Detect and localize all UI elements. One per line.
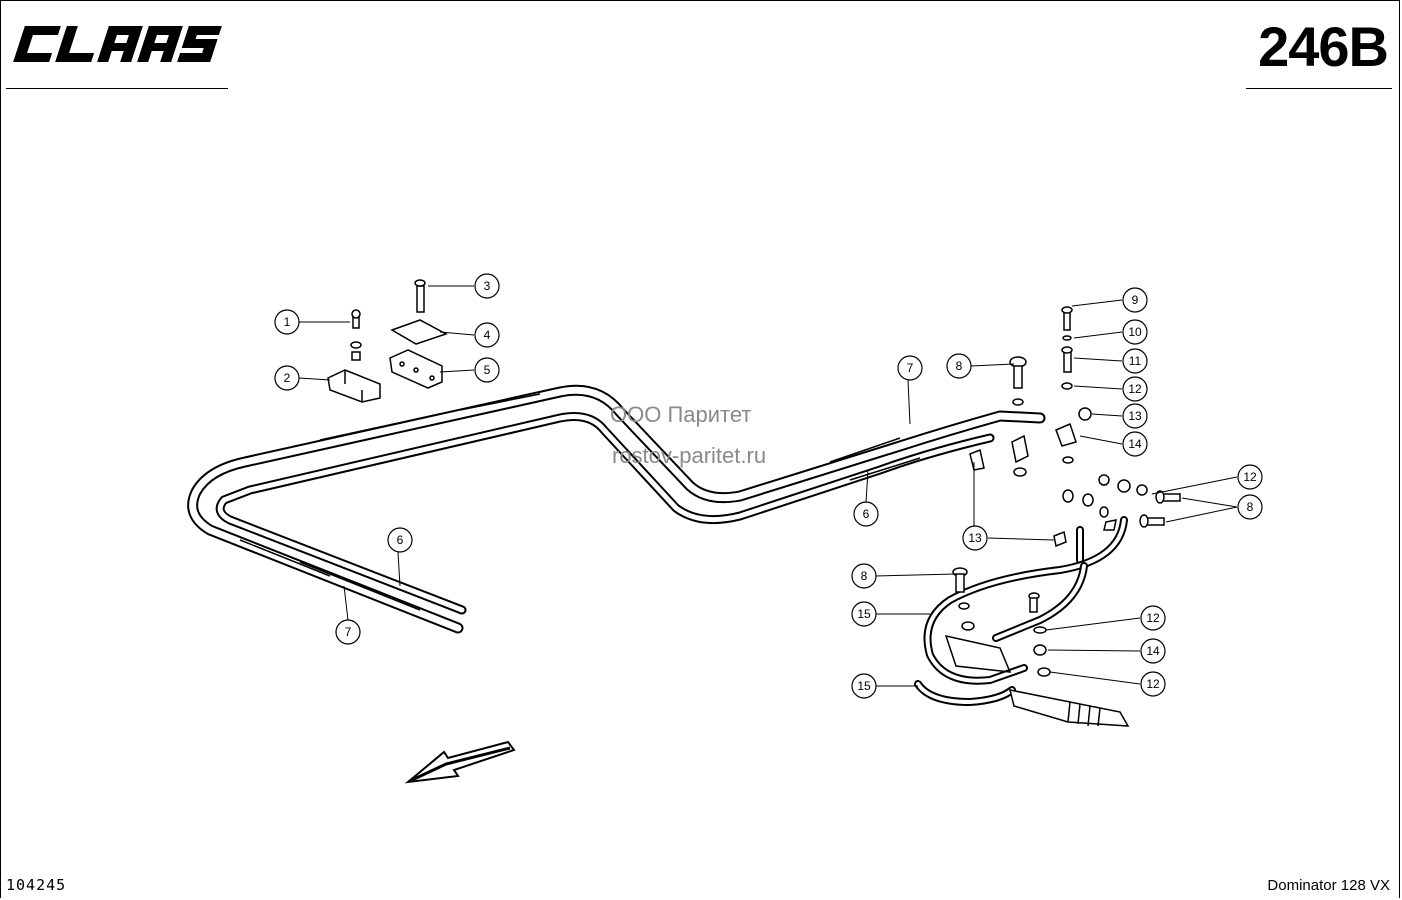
callout-9-label: 9 (1132, 293, 1139, 307)
callout-14b-label: 14 (1146, 644, 1160, 658)
callout-12b[interactable] (1237, 464, 1263, 490)
callout-12d-label: 12 (1146, 677, 1160, 691)
callout-15a-label: 15 (857, 607, 871, 621)
callout-12d[interactable] (1140, 671, 1166, 697)
callout-7a[interactable] (335, 619, 361, 645)
frame-tube-7 (187, 384, 1046, 634)
claas-logo (6, 4, 228, 88)
callout-4[interactable] (474, 322, 500, 348)
callout-8a[interactable] (946, 353, 972, 379)
callout-13b-label: 13 (968, 531, 982, 545)
callout-7b[interactable] (897, 355, 923, 381)
leader-lines (298, 285, 1238, 687)
page-code-underline (1246, 88, 1392, 89)
callout-6a-label: 6 (397, 533, 404, 547)
bolt-parts-8-12 (944, 567, 1051, 677)
bolt-part-1 (350, 309, 362, 361)
callout-1[interactable] (274, 309, 300, 335)
watermark-company: ООО Паритет (610, 402, 752, 427)
callout-8c-label: 8 (861, 569, 868, 583)
hose-part-15 (914, 516, 1128, 707)
tube-shading (239, 393, 921, 611)
callout-4-label: 4 (484, 328, 491, 342)
logo-underline (6, 88, 228, 89)
cylinder-part (1008, 689, 1130, 727)
bolt-part-3 (414, 279, 426, 313)
callout-10[interactable] (1122, 319, 1148, 345)
callout-9[interactable] (1122, 287, 1148, 313)
callout-15b-label: 15 (857, 679, 871, 693)
callout-11[interactable] (1122, 348, 1148, 374)
callout-7b-label: 7 (907, 361, 914, 375)
callout-6b[interactable] (853, 501, 879, 527)
callout-12c[interactable] (1140, 605, 1166, 631)
callout-12a[interactable] (1122, 376, 1148, 402)
callout-13b[interactable] (962, 525, 988, 551)
callout-8b-label: 8 (1247, 500, 1254, 514)
callout-3[interactable] (474, 273, 500, 299)
callout-8b[interactable] (1237, 494, 1263, 520)
callout-5-label: 5 (484, 363, 491, 377)
callout-12c-label: 12 (1146, 611, 1160, 625)
callout-12a-label: 12 (1128, 382, 1142, 396)
callout-13a-label: 13 (1128, 409, 1142, 423)
callout-15a[interactable] (851, 601, 877, 627)
callout-14a[interactable] (1122, 431, 1148, 457)
connector-cluster (1053, 474, 1181, 548)
plate-part-4 (390, 319, 448, 345)
clamp-part-2 (327, 369, 381, 403)
callout-10-label: 10 (1128, 325, 1142, 339)
model-name: Dominator 128 VX (1267, 877, 1390, 894)
callout-13a[interactable] (1122, 403, 1148, 429)
drawing-number: 104245 (6, 876, 67, 894)
callout-14a-label: 14 (1128, 437, 1142, 451)
claas-logo-mark (13, 26, 222, 62)
travel-direction-arrow (404, 740, 516, 784)
watermark-url: rostov-paritet.ru (612, 443, 767, 468)
clamp-part-5 (389, 349, 443, 389)
page-code: 246B (1258, 15, 1389, 78)
fitting-parts-9-14 (969, 306, 1092, 477)
callout-7a-label: 7 (345, 625, 352, 639)
callout-2-label: 2 (284, 371, 291, 385)
callout-5[interactable] (474, 357, 500, 383)
callout-8a-label: 8 (956, 359, 963, 373)
callout-8c[interactable] (851, 563, 877, 589)
callout-3-label: 3 (484, 279, 491, 293)
callout-6a[interactable] (387, 527, 413, 553)
frame-tube-6 (215, 412, 995, 615)
callout-6b-label: 6 (863, 507, 870, 521)
callout-14b[interactable] (1140, 638, 1166, 664)
callout-11-label: 11 (1129, 354, 1142, 368)
callout-12b-label: 12 (1243, 470, 1257, 484)
callout-15b[interactable] (851, 673, 877, 699)
callout-2[interactable] (274, 365, 300, 391)
callout-1-label: 1 (284, 315, 291, 329)
